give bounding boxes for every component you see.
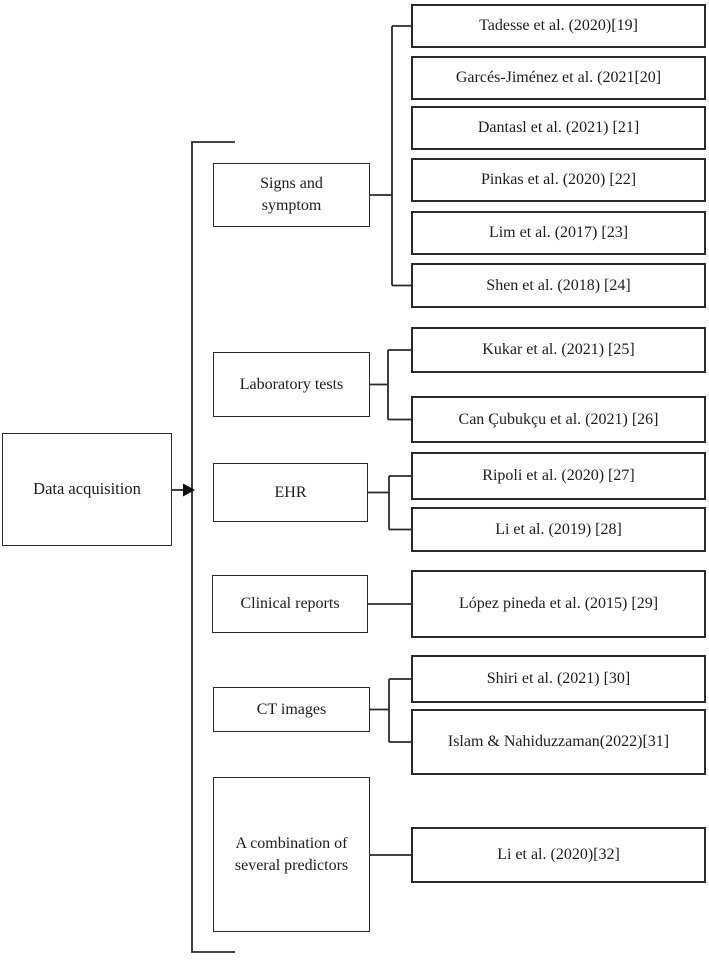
- category-label: Signs and symptom: [260, 175, 323, 214]
- reference-node: Dantasl et al. (2021) [21]: [411, 106, 706, 150]
- reference-label: Kukar et al. (2021) [25]: [482, 341, 635, 359]
- reference-label: Li et al. (2020)[32]: [497, 846, 620, 864]
- reference-node: Kukar et al. (2021) [25]: [411, 327, 706, 373]
- root-node-label: Data acquisition: [33, 479, 141, 499]
- category-label: Clinical reports: [240, 595, 340, 613]
- reference-node: Can Çubukçu et al. (2021) [26]: [411, 396, 706, 443]
- connector-laboratory-tests: [370, 349, 411, 421]
- category-node-clinical-reports: Clinical reports: [212, 575, 368, 633]
- root-node-data-acquisition: Data acquisition: [2, 433, 172, 546]
- bracket-line: [191, 141, 235, 953]
- category-node-combination-of-predictors: A combination of several predictors: [213, 777, 370, 932]
- reference-node: Garcés-Jiménez et al. (2021[20]: [411, 56, 706, 100]
- reference-node: Shen et al. (2018) [24]: [411, 263, 706, 308]
- reference-label: Tadesse et al. (2020)[19]: [479, 17, 638, 35]
- reference-label: Shiri et al. (2021) [30]: [486, 670, 631, 688]
- reference-label: Islam & Nahiduzzaman(2022)[31]: [447, 733, 670, 751]
- reference-label: Can Çubukçu et al. (2021) [26]: [458, 410, 659, 428]
- reference-node: Li et al. (2019) [28]: [411, 507, 706, 552]
- connector-ehr: [368, 475, 411, 531]
- category-node-ehr: EHR: [213, 463, 368, 522]
- reference-node: Islam & Nahiduzzaman(2022)[31]: [411, 709, 706, 775]
- category-node-laboratory-tests: Laboratory tests: [213, 352, 370, 417]
- category-label: Laboratory tests: [239, 375, 344, 393]
- reference-node: Pinkas et al. (2020) [22]: [411, 158, 706, 202]
- category-node-signs-and-symptom: Signs and symptom: [213, 163, 370, 227]
- reference-node: López pineda et al. (2015) [29]: [411, 570, 706, 638]
- reference-node: Ripoli et al. (2020) [27]: [411, 452, 706, 500]
- reference-label: Ripoli et al. (2020) [27]: [482, 467, 635, 485]
- reference-label: Li et al. (2019) [28]: [495, 520, 622, 538]
- reference-label: Garcés-Jiménez et al. (2021[20]: [455, 69, 662, 87]
- root-arrowhead-icon: [183, 483, 195, 497]
- reference-node: Shiri et al. (2021) [30]: [411, 655, 706, 703]
- reference-node: Li et al. (2020)[32]: [411, 827, 706, 883]
- reference-label: Lim et al. (2017) [23]: [488, 224, 629, 242]
- reference-label: Shen et al. (2018) [24]: [486, 276, 631, 294]
- reference-label: Pinkas et al. (2020) [22]: [480, 171, 637, 189]
- category-label: A combination of several predictors: [234, 834, 349, 874]
- connector-ct-images: [370, 678, 411, 743]
- category-label: CT images: [256, 700, 327, 718]
- reference-node: Lim et al. (2017) [23]: [411, 211, 706, 255]
- category-node-ct-images: CT images: [213, 687, 370, 732]
- reference-node: Tadesse et al. (2020)[19]: [411, 4, 706, 48]
- reference-label: Dantasl et al. (2021) [21]: [477, 119, 640, 137]
- reference-label: López pineda et al. (2015) [29]: [458, 595, 659, 613]
- category-label: EHR: [274, 483, 307, 501]
- connector-signs-and-symptom: [370, 25, 411, 287]
